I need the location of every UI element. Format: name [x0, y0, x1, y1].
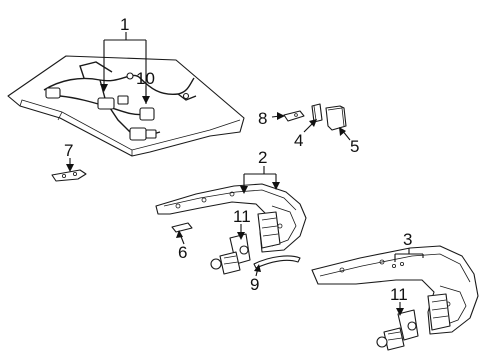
rail-assembly-2 — [155, 183, 307, 253]
roof-panel — [7, 55, 245, 157]
bracket-8 — [283, 110, 305, 122]
callout-6: 6 — [178, 243, 187, 262]
clip-6 — [171, 222, 193, 233]
callout-8: 8 — [258, 109, 267, 128]
callout-9: 9 — [250, 275, 259, 294]
callout-labels: 1 2 3 4 5 6 7 8 9 10 11 11 — [64, 15, 412, 304]
module-5 — [325, 105, 347, 131]
leader-lines — [66, 32, 424, 316]
bracket-7 — [51, 169, 87, 182]
module-4 — [311, 103, 323, 123]
callout-11-left: 11 — [233, 207, 251, 226]
motor-11-left — [210, 233, 251, 275]
callout-2: 2 — [258, 148, 267, 167]
rail-assembly-3 — [311, 245, 479, 335]
callout-11-right: 11 — [390, 285, 408, 304]
callout-5: 5 — [350, 137, 359, 156]
callout-3: 3 — [403, 230, 412, 249]
strap-9 — [253, 255, 301, 269]
motor-11-right — [376, 309, 419, 351]
callout-7: 7 — [64, 141, 73, 160]
callout-10: 10 — [136, 69, 155, 88]
callout-1: 1 — [120, 15, 129, 34]
wiring-harness — [43, 61, 197, 141]
callout-4: 4 — [294, 131, 303, 150]
